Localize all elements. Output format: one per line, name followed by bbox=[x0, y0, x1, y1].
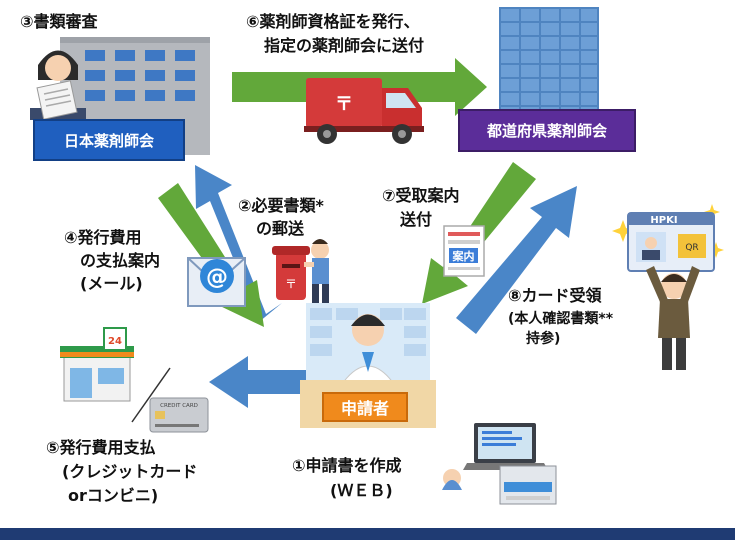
convenience-store-icon: 24 bbox=[60, 327, 134, 402]
step1-label-line1: ①申請書を作成 bbox=[292, 456, 402, 475]
arrow-step5 bbox=[209, 356, 328, 408]
arrow-step2 bbox=[195, 165, 282, 322]
computer-printer-icon bbox=[442, 423, 557, 505]
step4-label-line1: ④発行費用 bbox=[64, 228, 142, 247]
post-box-icon: 〒 bbox=[272, 246, 310, 300]
card-receiving-person-icon: HPKI QR bbox=[612, 204, 724, 370]
svg-text:CREDIT CARD: CREDIT CARD bbox=[160, 403, 198, 409]
step8-label-line3: 持参) bbox=[526, 331, 561, 347]
step5-label-line3: orコンビニ) bbox=[68, 486, 159, 505]
svg-text:HPKI: HPKI bbox=[650, 215, 677, 226]
prefecture-association-box: 都道府県薬剤師会 bbox=[458, 109, 636, 152]
svg-text:@: @ bbox=[206, 265, 228, 290]
step4-label-line3: (メール) bbox=[80, 274, 143, 293]
bottom-bar bbox=[0, 528, 735, 540]
step2-label-line1: ②必要書類* bbox=[238, 196, 324, 215]
japan-association-box: 日本薬剤師会 bbox=[33, 119, 185, 161]
email-envelope-icon: @ bbox=[187, 257, 246, 307]
step8-label-line1: ⑧カード受領 bbox=[508, 286, 602, 305]
step7-label-line1: ⑦受取案内 bbox=[382, 186, 460, 205]
clerk-reviewing-icon bbox=[30, 50, 86, 120]
mailing-person-icon bbox=[304, 239, 329, 304]
step5-label-line2: (クレジットカード bbox=[62, 462, 198, 481]
step4-label-line2: の支払案内 bbox=[80, 251, 161, 270]
payment-divider bbox=[131, 367, 171, 423]
svg-text:案内: 案内 bbox=[452, 249, 475, 263]
step6-label-line2: 指定の薬剤師会に送付 bbox=[264, 36, 425, 55]
svg-text:24: 24 bbox=[108, 336, 122, 347]
arrow-step8 bbox=[456, 186, 577, 334]
guide-document-icon: 案内 bbox=[443, 225, 485, 277]
step2-label-line2: の郵送 bbox=[256, 219, 305, 238]
step7-label-line2: 送付 bbox=[400, 210, 433, 229]
step8-label-line2: (本人確認書類** bbox=[508, 311, 614, 327]
applicant-box: 申請者 bbox=[322, 392, 408, 422]
step3-label: ③書類審査 bbox=[20, 12, 98, 31]
step5-label-line1: ⑤発行費用支払 bbox=[46, 438, 156, 457]
step1-label-line2: (ＷＥＢ) bbox=[330, 481, 393, 500]
svg-text:〒: 〒 bbox=[335, 94, 353, 115]
credit-card-icon: CREDIT CARD bbox=[149, 397, 209, 433]
step6-label-line1: ⑥薬剤師資格証を発行、 bbox=[246, 12, 420, 31]
svg-text:〒: 〒 bbox=[285, 277, 297, 291]
delivery-truck-icon: 〒 bbox=[304, 78, 424, 144]
svg-text:QR: QR bbox=[685, 243, 698, 253]
